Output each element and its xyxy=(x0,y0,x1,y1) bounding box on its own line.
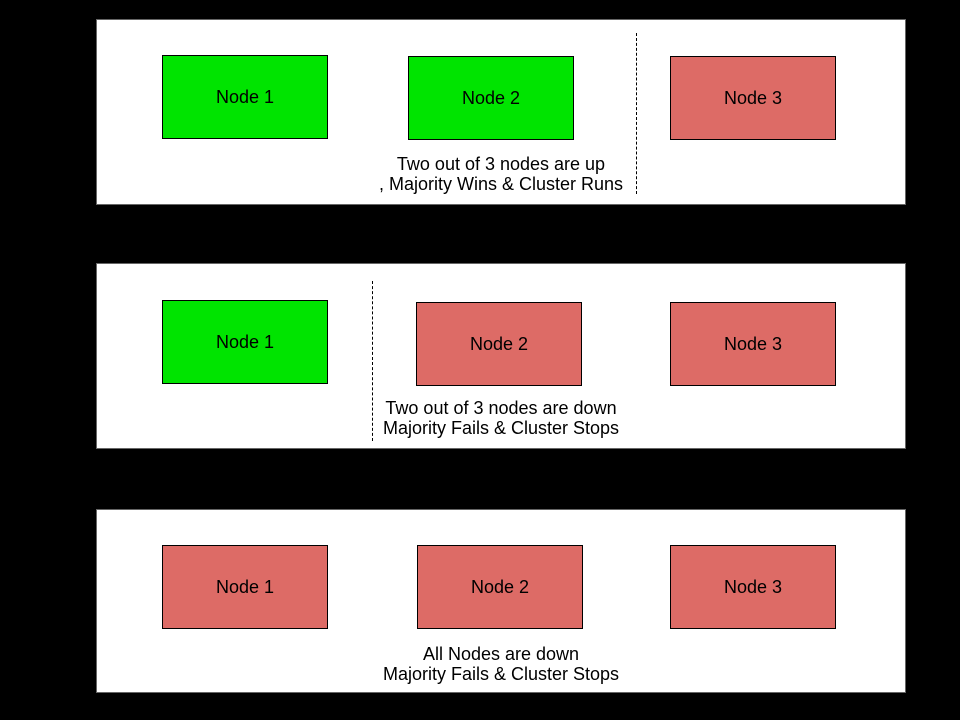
node-1-box: Node 1 xyxy=(162,300,328,384)
caption-line-1: Two out of 3 nodes are down xyxy=(385,398,617,418)
node-3-box: Node 3 xyxy=(670,302,836,386)
scenario-panel-two-up: Node 1 Node 2 Node 3 Two out of 3 nodes … xyxy=(96,19,906,205)
node-3-box: Node 3 xyxy=(670,56,836,140)
caption-line-2: , Majority Wins & Cluster Runs xyxy=(378,174,624,194)
node-2-box: Node 2 xyxy=(417,545,583,629)
node-1-label: Node 1 xyxy=(215,576,275,597)
node-2-box: Node 2 xyxy=(408,56,574,140)
caption-line-2: Majority Fails & Cluster Stops xyxy=(382,418,620,438)
quorum-divider-dashed-line xyxy=(372,281,373,441)
node-3-label: Node 3 xyxy=(723,87,783,108)
caption-line-1: All Nodes are down xyxy=(422,644,580,664)
node-3-label: Node 3 xyxy=(723,333,783,354)
node-1-label: Node 1 xyxy=(215,86,275,107)
quorum-divider-dashed-line xyxy=(636,33,637,194)
node-2-label: Node 2 xyxy=(469,333,529,354)
node-1-label: Node 1 xyxy=(215,331,275,352)
scenario-panel-two-down: Node 1 Node 2 Node 3 Two out of 3 nodes … xyxy=(96,263,906,449)
scenario-caption: Two out of 3 nodes are up, Majority Wins… xyxy=(97,154,905,194)
caption-line-2: Majority Fails & Cluster Stops xyxy=(382,664,620,684)
node-3-label: Node 3 xyxy=(723,576,783,597)
node-1-box: Node 1 xyxy=(162,55,328,139)
node-3-box: Node 3 xyxy=(670,545,836,629)
node-2-label: Node 2 xyxy=(470,576,530,597)
node-2-label: Node 2 xyxy=(461,87,521,108)
node-1-box: Node 1 xyxy=(162,545,328,629)
node-2-box: Node 2 xyxy=(416,302,582,386)
caption-line-1: Two out of 3 nodes are up xyxy=(396,154,606,174)
